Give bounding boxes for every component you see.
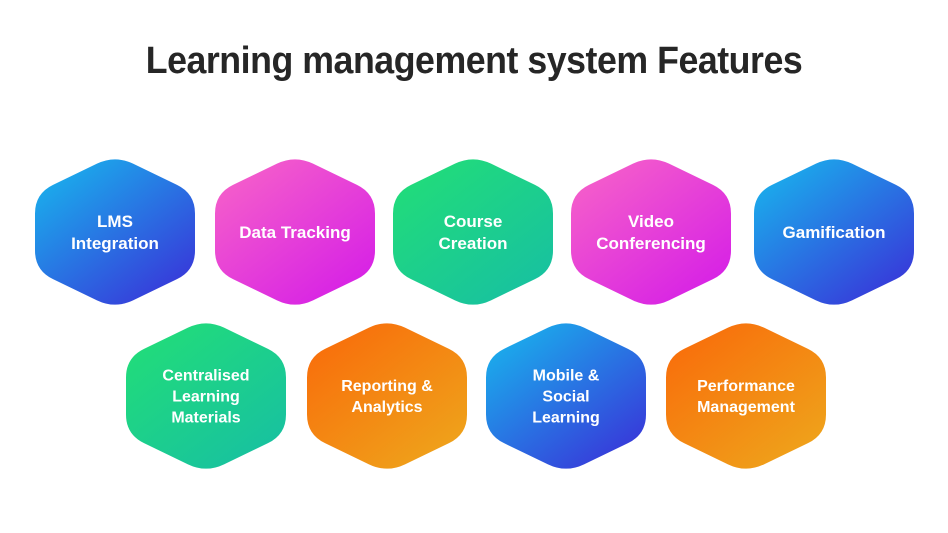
label-line: Reporting & [341, 378, 433, 395]
label-line: Analytics [351, 399, 422, 416]
label-line: Learning [172, 389, 240, 406]
page-title: Learning management system Features [145, 40, 803, 82]
label-line: Materials [171, 410, 240, 427]
label-line: Performance [697, 378, 795, 395]
hexagon-label-reporting-analytics: Reporting & Analytics [341, 378, 433, 416]
hexagon-shape [666, 323, 826, 469]
label-line: Video [628, 212, 674, 231]
label-line: Data Tracking [239, 223, 351, 242]
hexagon-shape [393, 159, 553, 305]
hexagon-label-lms-integration: LMS Integration [71, 212, 159, 253]
label-line: Conferencing [596, 234, 706, 253]
hexagon-shape [307, 323, 467, 469]
label-line: Gamification [783, 223, 886, 242]
label-line: Centralised [162, 368, 249, 385]
label-line: Creation [439, 234, 508, 253]
hexagon-data-tracking[interactable]: Data Tracking [215, 159, 375, 305]
hexagon-shape [215, 159, 375, 305]
label-line: Integration [71, 234, 159, 253]
label-line: Social [542, 389, 589, 406]
hexagon-lms-integration[interactable]: LMS Integration [35, 159, 195, 305]
hexagon-gamification[interactable]: Gamification [754, 159, 914, 305]
hexagon-label-data-tracking: Data Tracking [239, 223, 351, 242]
hexagon-shape [126, 323, 286, 469]
hexagon-shape [754, 159, 914, 305]
label-line: Mobile & [533, 368, 600, 385]
hexagon-shape [571, 159, 731, 305]
hexagon-shape [486, 323, 646, 469]
label-line: Learning [532, 410, 600, 427]
label-line: Course [444, 212, 503, 231]
hexagon-reporting-analytics[interactable]: Reporting & Analytics [307, 323, 467, 469]
label-line: LMS [97, 212, 133, 231]
hexagon-label-gamification: Gamification [783, 223, 886, 242]
label-line: Management [697, 399, 795, 416]
hexagon-shape [35, 159, 195, 305]
